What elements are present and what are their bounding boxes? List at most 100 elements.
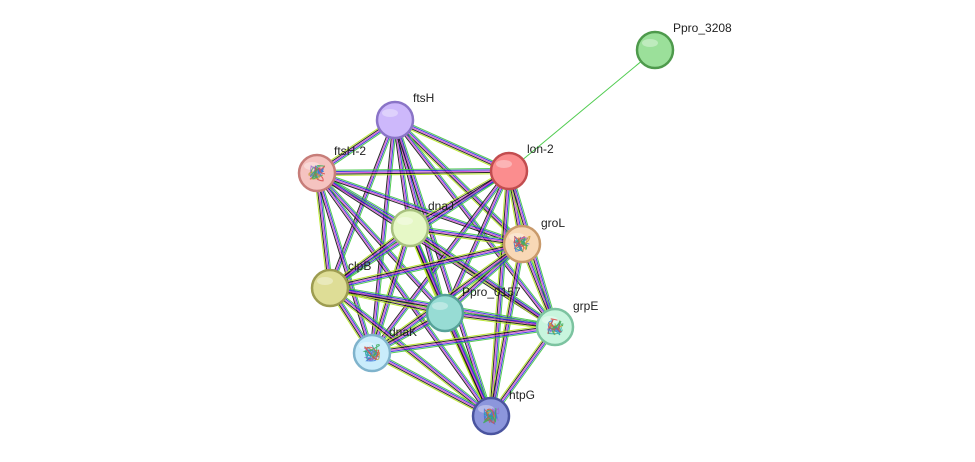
edge-line <box>329 287 492 417</box>
edge-line <box>395 118 524 244</box>
edge-line <box>317 172 492 416</box>
node-groL[interactable]: groL <box>502 216 565 264</box>
edge-line <box>490 170 510 417</box>
edge-line <box>316 173 522 246</box>
edge-line <box>316 172 331 289</box>
protein-structure-icon <box>308 165 326 182</box>
edge-line <box>317 172 446 313</box>
node-circle <box>310 268 350 308</box>
edge-groL-clpB[interactable] <box>329 240 523 292</box>
edge-Ppro_3208-lon-2[interactable] <box>508 49 656 172</box>
node-Ppro_3208[interactable]: Ppro_3208 <box>635 21 732 70</box>
edge-line <box>316 173 445 314</box>
edge-line <box>370 354 491 419</box>
edge-ftsH-2-dnaK[interactable] <box>314 172 375 354</box>
node-highlight <box>432 302 448 310</box>
edge-line <box>318 172 375 353</box>
node-lon-2[interactable]: lon-2 <box>489 142 554 191</box>
edge-line <box>442 169 508 313</box>
node-label: lon-2 <box>527 142 554 156</box>
edge-line <box>317 173 510 177</box>
node-label: htpG <box>509 388 535 402</box>
edge-dnaJ-dnaK[interactable] <box>369 227 413 354</box>
protein-structure-icon <box>483 407 500 425</box>
edge-line <box>396 119 494 416</box>
edge-line <box>330 246 523 292</box>
node-highlight <box>359 342 375 350</box>
node-highlight <box>397 217 413 225</box>
edge-line <box>374 228 413 354</box>
edge-line <box>370 227 410 353</box>
node-label: ftsH-2 <box>334 144 366 158</box>
edge-line <box>318 171 493 416</box>
edge-line <box>313 173 328 289</box>
node-Ppro_0157[interactable]: Ppro_0157 <box>425 285 521 333</box>
node-dnaK[interactable]: dnaK <box>352 325 417 373</box>
edge-line <box>328 288 491 418</box>
node-highlight <box>642 39 658 47</box>
edge-ftsH-2-lon-2[interactable] <box>316 167 510 177</box>
edge-grpE-dnaK[interactable] <box>371 323 556 357</box>
node-htpG[interactable]: htpG <box>471 388 535 436</box>
edge-ftsH-dnaK[interactable] <box>369 119 398 354</box>
node-circle <box>489 151 529 191</box>
node-label: clpB <box>348 259 371 273</box>
node-circle <box>390 208 430 248</box>
edge-line <box>314 173 371 354</box>
edge-line <box>393 120 522 246</box>
edge-line <box>316 173 491 417</box>
edge-ftsH-2-htpG[interactable] <box>315 171 493 418</box>
node-circle <box>635 30 675 70</box>
node-label: ftsH <box>413 91 434 105</box>
node-circle <box>297 153 337 193</box>
edge-line <box>508 49 656 172</box>
edge-line <box>372 120 397 354</box>
edge-line <box>487 170 507 416</box>
edge-line <box>330 244 523 290</box>
edge-line <box>396 118 557 327</box>
edge-line <box>372 228 412 354</box>
node-circle <box>425 293 465 333</box>
node-ftsH[interactable]: ftsH <box>375 91 434 140</box>
edge-line <box>315 173 490 418</box>
edge-line <box>317 171 523 244</box>
edge-line <box>489 243 522 416</box>
node-label: dnaK <box>389 325 417 339</box>
edge-line <box>317 170 523 243</box>
edge-line <box>372 351 492 416</box>
node-grpE[interactable]: grpE <box>535 299 598 347</box>
node-label: grpE <box>573 299 598 313</box>
edge-line <box>316 174 522 247</box>
node-highlight <box>542 316 558 324</box>
edge-line <box>491 244 524 417</box>
node-clpB[interactable]: clpB <box>310 259 371 308</box>
edge-line <box>446 171 512 315</box>
edge-line <box>371 353 491 418</box>
edge-line <box>371 326 556 354</box>
edge-ftsH-2-groL[interactable] <box>316 170 523 247</box>
edge-line <box>329 240 522 286</box>
edge-line <box>317 171 510 175</box>
edge-line <box>329 242 522 288</box>
edge-line <box>316 170 510 174</box>
node-label: Ppro_0157 <box>462 285 521 299</box>
nodes-layer: Ppro_3208 ftsH ftsH-2 lon-2 dnaJ groL clpB Ppro… <box>297 21 732 436</box>
edge-line <box>316 167 509 171</box>
edge-line <box>316 173 555 328</box>
node-highlight <box>382 109 398 117</box>
edge-line <box>394 119 510 172</box>
edge-line <box>489 170 509 416</box>
edge-line <box>371 352 492 417</box>
edge-line <box>395 119 556 327</box>
node-dnaJ[interactable]: dnaJ <box>390 199 454 248</box>
edge-line <box>371 323 555 351</box>
edge-line <box>395 118 510 171</box>
edge-ftsH-groL[interactable] <box>392 117 525 247</box>
edge-dnaK-htpG[interactable] <box>370 350 493 419</box>
edge-line <box>317 172 374 353</box>
edge-line <box>408 229 554 330</box>
node-circle <box>375 100 415 140</box>
node-ftsH-2[interactable]: ftsH-2 <box>297 144 366 193</box>
edge-ftsH-lon-2[interactable] <box>393 117 511 174</box>
